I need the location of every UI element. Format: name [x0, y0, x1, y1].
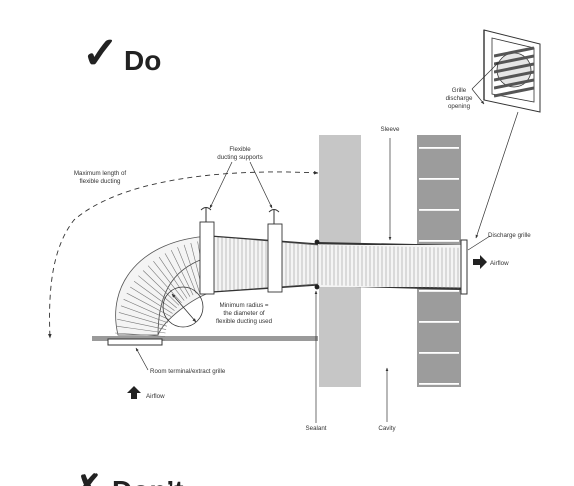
- dont-cross-icon: ✗: [72, 467, 102, 486]
- max-length-arrow: [48, 170, 319, 339]
- supports-label: Flexible: [229, 146, 251, 153]
- grille-opening-label: Grille: [452, 87, 467, 94]
- minimum-radius-arrow: [171, 293, 197, 323]
- max-length-label: Maximum length of: [74, 170, 127, 177]
- grille-detail-inset: [483, 29, 541, 113]
- sleeve-label: Sleeve: [381, 126, 400, 133]
- room-terminal-label: Room terminal/extract grille: [150, 368, 226, 375]
- grille-opening-label: opening: [448, 103, 471, 110]
- room-terminal-grille: [107, 338, 163, 346]
- leader-lines: [135, 61, 519, 423]
- do-check-icon: ✓: [82, 29, 119, 78]
- duct-support-right: [267, 209, 283, 293]
- duct-support-left: [199, 207, 215, 295]
- minimum-radius-label: flexible ducting used: [216, 318, 273, 325]
- minimum-radius-circle: [162, 286, 204, 328]
- airflow-up-label: Airflow: [146, 393, 165, 400]
- discharge-grille: [460, 239, 468, 295]
- cavity-label: Cavity: [378, 425, 396, 432]
- grille-opening-label: discharge: [446, 95, 473, 102]
- max-length-label: flexible ducting: [80, 178, 121, 185]
- dont-heading: Don’t: [112, 475, 184, 486]
- airflow-up-arrow: [127, 386, 141, 399]
- do-heading: Do: [124, 45, 161, 76]
- sealant-label: Sealant: [306, 425, 327, 432]
- minimum-radius-label: the diameter of: [223, 310, 265, 317]
- minimum-radius-label: Minimum radius =: [220, 302, 269, 309]
- ceiling-board: [92, 336, 318, 341]
- discharge-grille-label: Discharge grille: [488, 232, 531, 239]
- airflow-right-label: Airflow: [490, 260, 509, 267]
- airflow-right-arrow: [473, 255, 487, 269]
- supports-label: ducting supports: [217, 154, 262, 161]
